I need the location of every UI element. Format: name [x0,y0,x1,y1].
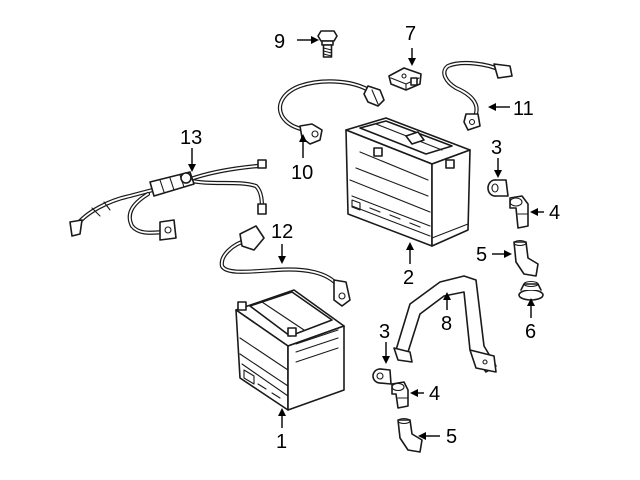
vent-elbow-part-4-upper [509,195,529,229]
callout-2: 2 [403,267,414,289]
callout-13: 13 [180,127,202,149]
callout-4-lower: 4 [429,383,440,405]
callout-labels: 9 7 11 10 13 3 4 2 5 6 12 8 3 4 5 1 [180,23,560,453]
battery-part-2 [345,117,471,247]
callout-5-upper: 5 [476,244,487,266]
hold-down-clamp-part-7 [388,67,422,91]
callout-3-lower: 3 [379,321,390,343]
grommet-part-6 [518,280,544,301]
callout-1: 1 [276,431,287,453]
cable-part-12 [219,225,351,307]
callout-7: 7 [405,23,416,45]
vent-hose-part-5-upper [513,239,539,277]
callout-10: 10 [291,162,313,184]
wiring-harness-part-13 [69,159,267,241]
hold-down-strap-part-8 [393,275,497,373]
callout-12: 12 [271,221,293,243]
callout-11: 11 [513,98,534,120]
vent-plug-part-3-lower [372,368,392,385]
cable-part-11 [442,60,513,131]
battery-part-1 [235,289,345,411]
vent-elbow-part-4-lower [391,381,409,409]
leader-lines [188,36,544,440]
callout-4-upper: 4 [549,202,560,224]
callout-6: 6 [525,321,536,343]
callout-8: 8 [441,313,452,335]
vent-plug-part-3-upper [487,179,509,197]
callout-5-lower: 5 [446,426,457,448]
callout-3-upper: 3 [491,137,502,159]
callout-9: 9 [274,31,285,53]
bolt-part-9 [317,30,338,58]
vent-hose-part-5-lower [397,417,423,453]
